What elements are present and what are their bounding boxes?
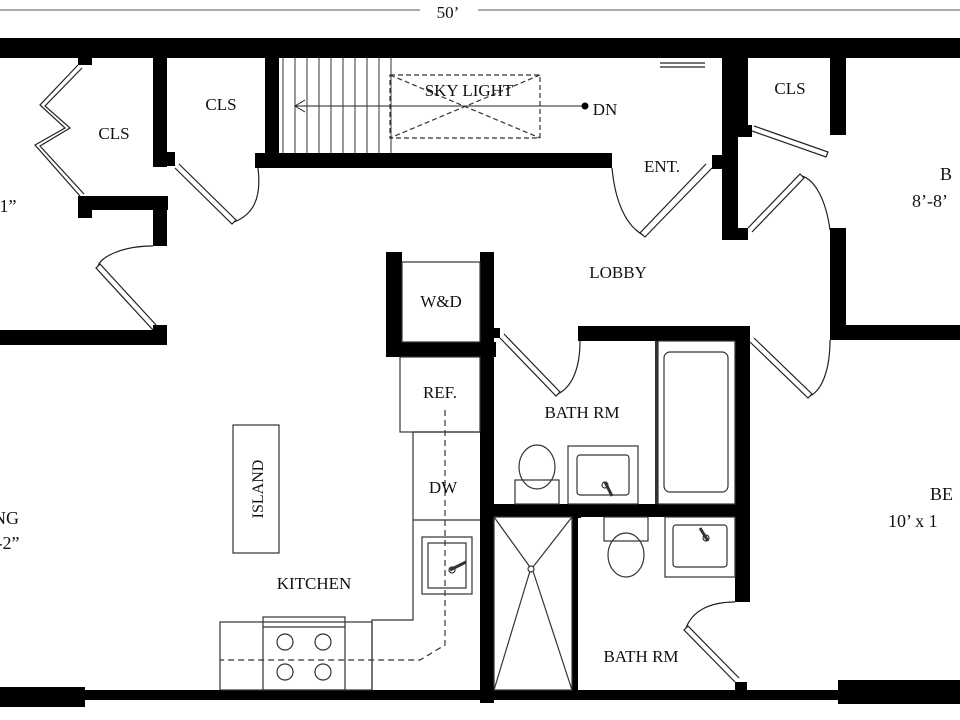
- label-kitchen: KITCHEN: [277, 574, 352, 593]
- washer-dryer-unit: [401, 261, 481, 343]
- label-left-room-name: NG: [0, 508, 19, 528]
- label-right-upper-size: 8’-8’: [912, 191, 948, 211]
- label-skylight: SKY LIGHT: [425, 81, 514, 100]
- label-stair-direction: DN: [593, 100, 618, 119]
- label-cls-right: CLS: [774, 79, 805, 98]
- room-labels: CLS CLS CLS SKY LIGHT DN ENT. LOBBY W&D …: [0, 79, 953, 666]
- label-bath-lower: BATH RM: [603, 647, 678, 666]
- staircase: [282, 58, 589, 153]
- label-right-lower-size: 10’ x 1: [888, 511, 938, 531]
- label-lobby: LOBBY: [589, 263, 647, 282]
- walls: [0, 38, 960, 707]
- skylight: [389, 74, 541, 139]
- dimension-label: 50’: [437, 3, 460, 22]
- label-island: ISLAND: [250, 460, 267, 519]
- label-left-room-size: -2”: [0, 533, 20, 553]
- label-dishwasher: DW: [429, 478, 458, 497]
- label-cls-left: CLS: [98, 124, 129, 143]
- shower: [493, 516, 573, 691]
- island: [232, 424, 280, 554]
- label-bath-upper: BATH RM: [544, 403, 619, 422]
- label-cls-center: CLS: [205, 95, 236, 114]
- range: [262, 616, 346, 691]
- label-right-lower-name: BE: [930, 484, 953, 504]
- bathtub: [657, 340, 736, 505]
- dimension-line: 50’: [0, 3, 960, 22]
- label-right-upper-name: B: [940, 164, 952, 184]
- fixtures: [219, 261, 736, 691]
- label-washer-dryer: W&D: [420, 292, 462, 311]
- kitchen-sink: [421, 536, 473, 595]
- label-left-room-size-top: 1”: [0, 196, 17, 216]
- label-entry: ENT.: [644, 157, 680, 176]
- label-refrigerator: REF.: [423, 383, 457, 402]
- doors: [34, 62, 831, 683]
